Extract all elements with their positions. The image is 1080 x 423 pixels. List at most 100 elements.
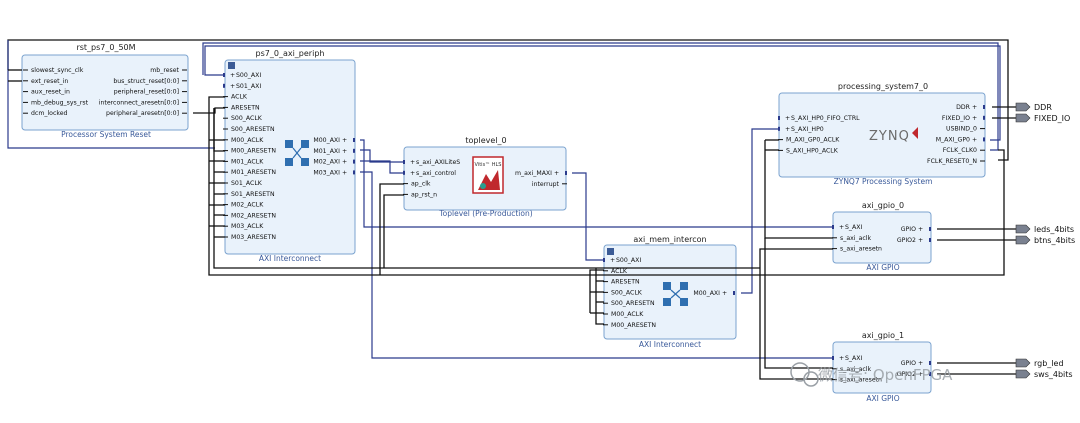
port-interrupt[interactable]: interrupt	[532, 181, 567, 188]
port-s00-aclk[interactable]: S00_ACLK	[223, 115, 263, 122]
port-s-axi-hp0-aclk[interactable]: S_AXI_HP0_ACLK	[778, 147, 839, 154]
port-interconnect-aresetn-0-0-[interactable]: interconnect_aresetn[0:0]	[99, 99, 187, 106]
port-s00-aresetn[interactable]: S00_ARESETN	[603, 300, 655, 307]
port-label: M00_ACLK	[231, 137, 264, 144]
external-port-btns-4bits[interactable]: btns_4bits	[1015, 235, 1075, 245]
svg-text:+: +	[722, 290, 727, 297]
port-peripheral-aresetn-0-0-[interactable]: peripheral_aresetn[0:0]	[106, 110, 187, 117]
external-port-ddr[interactable]: DDR	[1015, 102, 1052, 112]
port-label: M02_ACLK	[231, 202, 264, 209]
port-m00-aclk[interactable]: M00_ACLK	[603, 311, 644, 318]
hls-logo-icon: Vitis™ HLS	[472, 156, 504, 194]
port-m02-aresetn[interactable]: M02_ARESETN	[223, 212, 276, 219]
port-s-axi-axilites[interactable]: +s_axi_AXILiteS	[403, 159, 460, 166]
port-fclk-clk0[interactable]: FCLK_CLK0	[943, 147, 985, 154]
port-s01-axi[interactable]: +S01_AXI	[223, 83, 261, 90]
port-s-axi-aresetn[interactable]: s_axi_aresetn	[832, 246, 882, 253]
block-rst-ps7[interactable]: rst_ps7_0_50M Processor System Reset slo…	[21, 43, 189, 139]
port-label: ACLK	[231, 94, 248, 101]
block-subtitle: AXI Interconnect	[259, 254, 321, 263]
block-body[interactable]	[224, 59, 356, 255]
port-gpio2[interactable]: +GPIO2	[897, 371, 931, 378]
port-bus-struct-reset-0-0-[interactable]: bus_struct_reset[0:0]	[113, 78, 187, 85]
external-port-fixed-io[interactable]: FIXED_IO	[1015, 113, 1070, 123]
expand-icon[interactable]	[228, 62, 235, 69]
port-s-axi-hp0-fifo-ctrl[interactable]: +S_AXI_HP0_FIFO_CTRL	[778, 115, 860, 122]
port-label: M02_ARESETN	[231, 212, 276, 219]
port-mb-debug-sys-rst[interactable]: mb_debug_sys_rst	[23, 99, 89, 106]
port-gpio2[interactable]: +GPIO2	[897, 237, 931, 244]
external-port-leds-4bits[interactable]: leds_4bits	[1015, 224, 1074, 234]
port-ext-reset-in[interactable]: ext_reset_in	[23, 78, 68, 85]
watermark-text: 微信号: OpenFPGA	[818, 366, 953, 384]
block-subtitle: ZYNQ7 Processing System	[834, 177, 933, 186]
port-aux-reset-in[interactable]: aux_reset_in	[23, 89, 70, 96]
port-m00-aresetn[interactable]: M00_ARESETN	[603, 322, 656, 329]
svg-text:+: +	[972, 115, 977, 122]
port-label: M00_ACLK	[611, 311, 644, 318]
port-label: M03_AXI	[313, 169, 340, 176]
block-axi-gpio-1[interactable]: axi_gpio_1 AXI GPIO +S_AXIs_axi_aclks_ax…	[832, 331, 932, 403]
block-subtitle: AXI Interconnect	[639, 340, 701, 349]
port-label: ap_clk	[411, 181, 431, 188]
port-s-axi-aclk[interactable]: s_axi_aclk	[832, 366, 871, 373]
port-label: S_AXI_HP0	[791, 126, 824, 133]
port-usbind-0[interactable]: USBIND_0	[946, 126, 985, 133]
port-label: FCLK_CLK0	[943, 147, 977, 154]
block-title: processing_system7_0	[838, 82, 928, 91]
external-port-sws-4bits[interactable]: sws_4bits	[1015, 369, 1073, 379]
port-m01-aresetn[interactable]: M01_ARESETN	[223, 169, 276, 176]
port-aclk[interactable]: ACLK	[603, 268, 628, 275]
port-s00-axi[interactable]: +S00_AXI	[603, 257, 641, 264]
port-ddr[interactable]: +DDR	[956, 104, 985, 111]
feedback-wires	[7, 39, 1009, 161]
port-peripheral-reset-0-0-[interactable]: peripheral_reset[0:0]	[114, 89, 187, 96]
port-label: S00_ACLK	[231, 115, 263, 122]
port-label: ext_reset_in	[31, 78, 68, 85]
block-toplevel[interactable]: toplevel_0 Toplevel (Pre-Production) Vit…	[403, 136, 567, 218]
port-label: ap_rst_n	[411, 191, 437, 198]
block-ps7-axi-periph[interactable]: ps7_0_axi_periph AXI Interconnect +S00_A…	[223, 49, 356, 263]
port-s00-axi[interactable]: +S00_AXI	[223, 72, 261, 79]
port-label: S00_AXI	[236, 72, 261, 79]
port-label: aux_reset_in	[31, 89, 70, 96]
block-body[interactable]	[778, 92, 986, 178]
port-s01-aresetn[interactable]: S01_ARESETN	[223, 191, 275, 198]
port-m03-aresetn[interactable]: M03_ARESETN	[223, 234, 276, 241]
port-m03-axi[interactable]: +M03_AXI	[313, 169, 355, 176]
port-s-axi-control[interactable]: +s_axi_control	[403, 170, 456, 177]
block-processing-system7[interactable]: processing_system7_0 ZYNQ7 Processing Sy…	[778, 82, 986, 186]
port-gpio[interactable]: +GPIO	[901, 226, 931, 233]
expand-icon[interactable]	[607, 248, 614, 255]
port-m00-axi[interactable]: +M00_AXI	[693, 290, 735, 297]
block-axi-gpio-0[interactable]: axi_gpio_0 AXI GPIO +S_AXIs_axi_aclks_ax…	[832, 201, 932, 272]
port-s-axi-hp0[interactable]: +S_AXI_HP0	[778, 126, 824, 133]
block-axi-mem-intercon[interactable]: axi_mem_intercon AXI Interconnect +S00_A…	[603, 235, 737, 349]
watermark: 微信号: OpenFPGA	[790, 362, 953, 387]
port-s00-aresetn[interactable]: S00_ARESETN	[223, 126, 275, 133]
port-slowest-sync-clk[interactable]: slowest_sync_clk	[23, 67, 84, 74]
port-dcm-locked[interactable]: dcm_locked	[23, 110, 68, 117]
port-m-axi-gp0-aclk[interactable]: M_AXI_GP0_ACLK	[778, 137, 840, 144]
port-m00-axi[interactable]: +M00_AXI	[313, 137, 355, 144]
svg-text:+: +	[342, 137, 347, 144]
svg-text:+: +	[610, 257, 615, 264]
port-fclk-reset0-n[interactable]: FCLK_RESET0_N	[927, 158, 985, 165]
block-body[interactable]	[21, 54, 189, 131]
port-m00-aresetn[interactable]: M00_ARESETN	[223, 148, 276, 155]
svg-text:+: +	[342, 169, 347, 176]
port-label: M03_ARESETN	[231, 234, 276, 241]
port-label: S_AXI_HP0_FIFO_CTRL	[791, 115, 860, 122]
port-label: S00_ACLK	[611, 289, 643, 296]
port-label: dcm_locked	[31, 110, 68, 117]
port-m01-axi[interactable]: +M01_AXI	[313, 148, 355, 155]
port-label: GPIO	[901, 226, 916, 233]
port-m02-axi[interactable]: +M02_AXI	[313, 159, 355, 166]
port-mb-reset[interactable]: mb_reset	[150, 67, 187, 74]
external-port-label: FIXED_IO	[1034, 114, 1070, 123]
port-m-axi-gp0[interactable]: +M_AXI_GP0	[936, 136, 985, 143]
port-gpio[interactable]: +GPIO	[901, 360, 931, 367]
port-fixed-io[interactable]: +FIXED_IO	[942, 115, 985, 122]
external-port-rgb-led[interactable]: rgb_led	[1015, 358, 1064, 368]
port-m-axi-maxi[interactable]: +m_axi_MAXI	[515, 170, 567, 177]
